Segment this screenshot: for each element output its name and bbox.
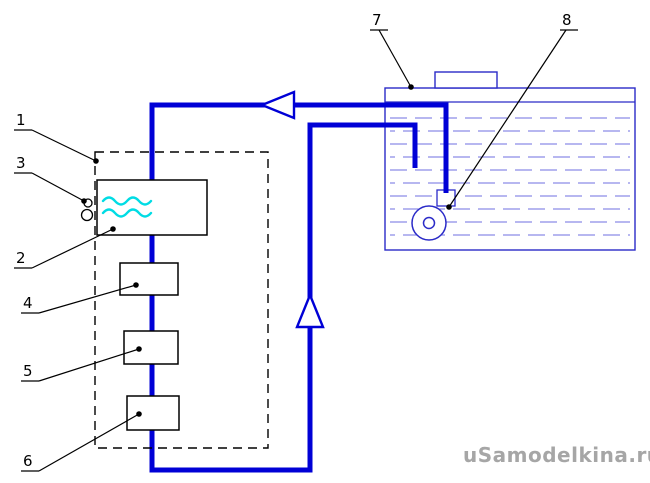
callout-dot: [408, 84, 414, 90]
callout-leader: [38, 284, 137, 314]
component-box-5: [123, 330, 179, 365]
callout-leader: [31, 129, 97, 162]
callout-5: 5: [21, 346, 142, 382]
callout-7: 7: [370, 11, 414, 90]
heat-exchanger: [96, 179, 208, 236]
callout-leader: [448, 29, 567, 208]
coolant-wave-icon: [101, 196, 153, 218]
callout-1: 1: [14, 111, 99, 164]
callout-dot: [93, 158, 99, 164]
callout-leader: [38, 413, 140, 472]
component-box-6: [126, 395, 180, 431]
callout-label: 4: [23, 294, 33, 312]
callout-leader: [31, 172, 85, 202]
callout-leader: [38, 348, 140, 382]
component-box-4: [119, 262, 179, 296]
callout-6: 6: [21, 411, 142, 472]
coolant-pipe-loop: [149, 102, 449, 473]
callout-label: 6: [23, 452, 33, 470]
watermark: uSamodelkina.ru: [463, 443, 650, 467]
tank-water-hatch: [390, 117, 630, 236]
callout-label: 1: [16, 111, 26, 129]
flow-arrow-up-icon: [295, 291, 325, 329]
fan-icon: [80, 198, 94, 222]
callout-8: 8: [446, 11, 578, 210]
callout-label: 2: [16, 249, 26, 267]
callout-dot: [81, 198, 87, 204]
callout-dot: [136, 411, 142, 417]
wave-line: [101, 208, 153, 218]
callout-dot: [446, 204, 452, 210]
unit-boundary-dashed: [94, 151, 269, 449]
callout-4: 4: [21, 282, 139, 314]
callout-3: 3: [14, 154, 87, 204]
callout-dot: [136, 346, 142, 352]
callout-leader: [378, 29, 412, 88]
callout-label: 5: [23, 362, 33, 380]
pump-hub: [422, 216, 436, 230]
callout-2: 2: [14, 226, 116, 269]
fan-blade: [80, 208, 94, 222]
callout-leader: [31, 228, 114, 269]
pump: [411, 189, 456, 241]
callout-dot: [133, 282, 139, 288]
callout-dot: [110, 226, 116, 232]
callout-label: 8: [562, 11, 572, 29]
callout-label: 7: [372, 11, 382, 29]
flow-arrow-left-icon: [258, 90, 296, 120]
wave-line: [101, 196, 153, 206]
callout-label: 3: [16, 154, 26, 172]
tank-filler-cap: [434, 71, 498, 89]
